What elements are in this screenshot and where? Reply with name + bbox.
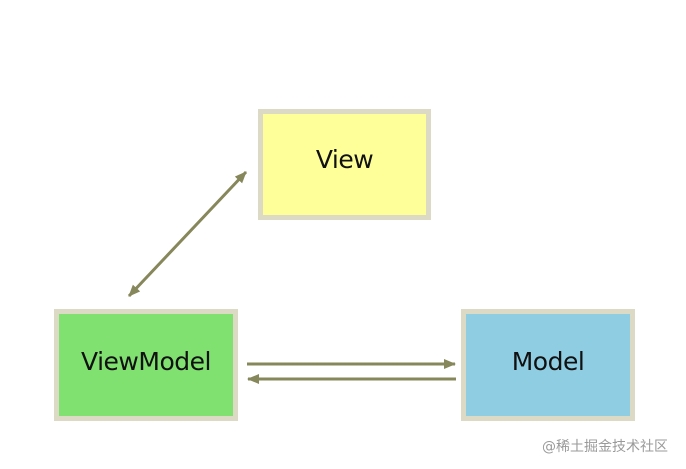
arrow-viewmodel-view xyxy=(127,170,248,298)
viewmodel-label: ViewModel xyxy=(81,346,211,376)
watermark: @稀土掘金技术社区 xyxy=(542,439,668,455)
model-node: Model xyxy=(461,309,635,421)
view-node: View xyxy=(258,109,431,220)
viewmodel-node: ViewModel xyxy=(54,309,238,421)
model-label: Model xyxy=(511,346,585,376)
view-label: View xyxy=(315,145,374,174)
